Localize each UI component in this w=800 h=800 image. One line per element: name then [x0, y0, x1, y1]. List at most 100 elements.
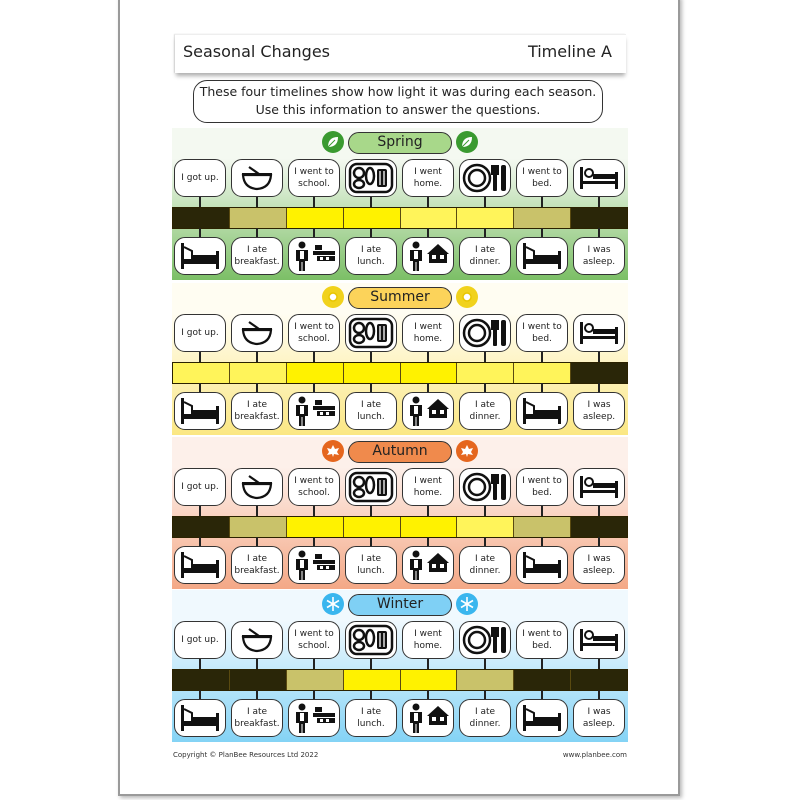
- connector: [313, 690, 315, 699]
- daylight-segment-yellow: [343, 670, 401, 690]
- connector: [598, 197, 600, 208]
- connector: [256, 197, 258, 208]
- event-card: I was asleep.: [573, 392, 625, 430]
- connector: [256, 659, 258, 670]
- sleeping-bed-icon: [577, 164, 621, 192]
- connector: [256, 228, 258, 237]
- daylight-segment-olive: [514, 208, 572, 228]
- connector: [313, 352, 315, 363]
- walking-to-school-icon: [291, 702, 337, 734]
- connector: [199, 537, 201, 546]
- connector: [313, 383, 315, 392]
- event-card: [516, 237, 568, 275]
- event-card: I got up.: [174, 468, 226, 506]
- daylight-segment-yellow: [343, 208, 401, 228]
- top-events-row: I got up.I went to school.I went home.I …: [172, 314, 628, 363]
- bottom-events-row: I ate breakfast.I ate lunch.I ate dinner…: [172, 383, 628, 430]
- connector: [598, 383, 600, 392]
- event-card: [345, 468, 397, 506]
- connector: [256, 690, 258, 699]
- event-card: [459, 159, 511, 197]
- bed-icon: [178, 241, 222, 271]
- connector: [313, 228, 315, 237]
- daylight-segment-yellow: [400, 670, 458, 690]
- event-card: I ate breakfast.: [231, 699, 283, 737]
- event-card: [231, 468, 283, 506]
- event-card: [288, 546, 340, 584]
- connector: [484, 197, 486, 208]
- event-card: I ate dinner.: [459, 546, 511, 584]
- connector: [427, 537, 429, 546]
- event-card: I went to bed.: [516, 621, 568, 659]
- event-card: I ate lunch.: [345, 392, 397, 430]
- connector: [484, 383, 486, 392]
- connector: [370, 228, 372, 237]
- daylight-segment-yellow: [286, 208, 344, 228]
- event-card: I was asleep.: [573, 699, 625, 737]
- bowl-icon: [237, 626, 277, 654]
- connector: [484, 690, 486, 699]
- season-header: Summer: [348, 287, 452, 309]
- connector: [370, 537, 372, 546]
- instructions-box: These four timelines show how light it w…: [193, 80, 603, 123]
- daylight-segment-dark: [173, 208, 230, 228]
- connector: [598, 537, 600, 546]
- daylight-segment-yellow: [286, 517, 344, 537]
- sun-icon: [456, 286, 478, 308]
- daylight-bar: [172, 516, 628, 538]
- event-card: [516, 546, 568, 584]
- website-link[interactable]: www.planbee.com: [562, 751, 627, 759]
- event-card: I went to bed.: [516, 159, 568, 197]
- event-card: I went home.: [402, 621, 454, 659]
- event-card: [573, 621, 625, 659]
- event-card: [345, 621, 397, 659]
- event-card: I went to school.: [288, 159, 340, 197]
- connector: [427, 197, 429, 208]
- connector: [541, 228, 543, 237]
- connector: [541, 659, 543, 670]
- event-card: [516, 392, 568, 430]
- lunch-tray-icon: [348, 162, 394, 194]
- walking-home-icon: [405, 395, 451, 427]
- event-card: I went home.: [402, 314, 454, 352]
- connector: [199, 506, 201, 517]
- daylight-segment-light-yellow: [457, 363, 515, 383]
- daylight-bar: [172, 362, 628, 384]
- connector: [598, 228, 600, 237]
- bottom-events-row: I ate breakfast.I ate lunch.I ate dinner…: [172, 690, 628, 737]
- event-card: [231, 314, 283, 352]
- connector: [370, 506, 372, 517]
- daylight-segment-dark: [229, 670, 287, 690]
- maple-leaf-icon: [322, 440, 344, 462]
- event-card: I got up.: [174, 621, 226, 659]
- event-card: [573, 314, 625, 352]
- walking-home-icon: [405, 549, 451, 581]
- event-card: I ate breakfast.: [231, 237, 283, 275]
- plate-cutlery-icon: [462, 317, 508, 349]
- event-card: [288, 699, 340, 737]
- event-card: [516, 699, 568, 737]
- event-card: [459, 468, 511, 506]
- bed-icon: [178, 703, 222, 733]
- event-card: I went to school.: [288, 314, 340, 352]
- connector: [370, 352, 372, 363]
- daylight-segment-yellow: [400, 517, 458, 537]
- event-card: [174, 699, 226, 737]
- bed-icon: [178, 396, 222, 426]
- season-header: Winter: [348, 594, 452, 616]
- connector: [484, 228, 486, 237]
- event-card: [573, 468, 625, 506]
- event-card: [174, 237, 226, 275]
- event-card: I went to school.: [288, 621, 340, 659]
- event-card: [174, 546, 226, 584]
- walking-to-school-icon: [291, 395, 337, 427]
- daylight-segment-dark: [514, 670, 572, 690]
- connector: [484, 506, 486, 517]
- event-card: I got up.: [174, 159, 226, 197]
- walking-home-icon: [405, 240, 451, 272]
- event-card: I ate lunch.: [345, 699, 397, 737]
- connector: [199, 228, 201, 237]
- connector: [484, 352, 486, 363]
- event-card: [288, 392, 340, 430]
- daylight-segment-light-yellow: [457, 208, 515, 228]
